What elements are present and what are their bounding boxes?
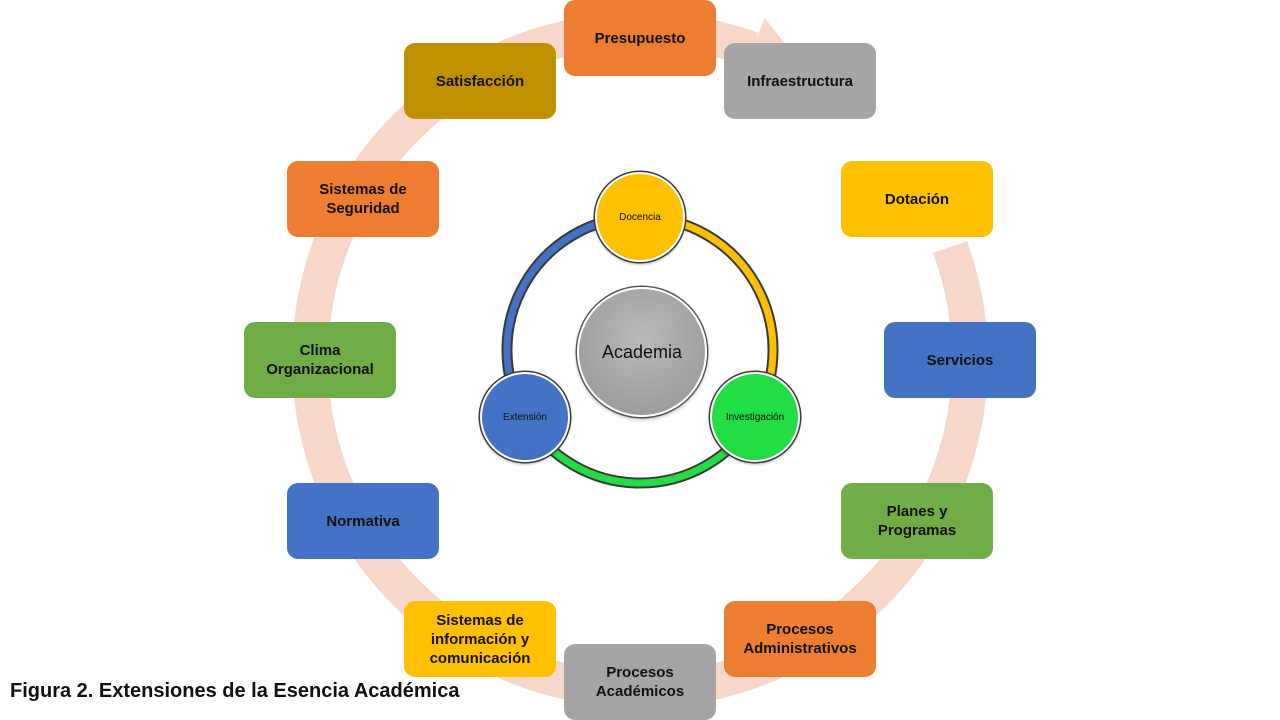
cycle-box: Sistemas de Seguridad — [287, 161, 439, 237]
core-node-circle: Investigación — [710, 372, 800, 462]
cycle-box-label: Sistemas de Seguridad — [319, 181, 407, 217]
cycle-box: Planes y Programas — [841, 483, 993, 559]
cycle-box: Servicios — [884, 322, 1036, 398]
cycle-box-label: Infraestructura — [747, 72, 853, 90]
cycle-box: Presupuesto — [564, 0, 716, 76]
cycle-box-label: Clima Organizacional — [266, 342, 374, 378]
core-node-label: Docencia — [619, 211, 661, 223]
cycle-box-label: Sistemas de información y comunicación — [429, 611, 531, 667]
cycle-box: Normativa — [287, 483, 439, 559]
cycle-box: Procesos Administrativos — [724, 601, 876, 677]
core-node-circle: Extensión — [480, 372, 570, 462]
cycle-box-label: Dotación — [884, 190, 950, 208]
core-node-label: Extensión — [503, 411, 547, 423]
cycle-box: Infraestructura — [724, 43, 876, 119]
cycle-box-label: Servicios — [926, 351, 994, 369]
cycle-box-label: Procesos Académicos — [595, 664, 685, 700]
cycle-box: Clima Organizacional — [244, 322, 396, 398]
academia-center-circle: Academia — [577, 287, 707, 417]
cycle-box-label: Normativa — [326, 512, 400, 530]
cycle-box: Satisfacción — [404, 43, 556, 119]
cycle-box-label: Planes y Programas — [877, 503, 957, 539]
cycle-box: Sistemas de información y comunicación — [404, 601, 556, 677]
figure-caption: Figura 2. Extensiones de la Esencia Acad… — [10, 680, 460, 702]
academia-label: Academia — [601, 341, 683, 362]
cycle-box: Procesos Académicos — [564, 644, 716, 720]
core-node-label: Investigación — [725, 411, 785, 423]
cycle-box-label: Procesos Administrativos — [743, 621, 857, 657]
cycle-box: Dotación — [841, 161, 993, 237]
core-node-circle: Docencia — [595, 172, 685, 262]
cycle-box-label: Satisfacción — [435, 72, 525, 90]
cycle-box-label: Presupuesto — [594, 29, 686, 47]
